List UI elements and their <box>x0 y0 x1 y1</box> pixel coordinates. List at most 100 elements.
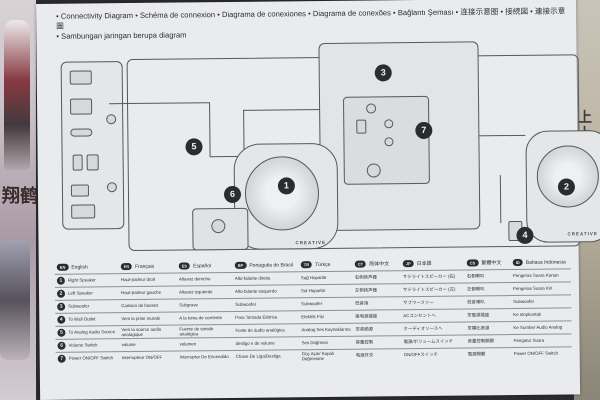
cell-text: 音量控制開關 <box>467 338 494 344</box>
table-cell: 右側喇叭 <box>464 269 511 283</box>
cell-text: Subwoofer <box>68 302 90 309</box>
poster-figure-bottom <box>0 240 30 360</box>
cell-text: volumen <box>179 341 197 347</box>
table-cell: 左侧扬声器 <box>352 283 402 297</box>
manual-sheet: • Connectivity Diagram • Schéma de conne… <box>36 0 600 400</box>
rca-jack-icon <box>366 103 377 114</box>
table-cell: Pengeras Suara Kiri <box>510 281 572 296</box>
language-code-badge: CT <box>354 260 367 268</box>
cell-text: Altavoz derecho <box>178 276 211 282</box>
table-cell: Pengeras Suara Kanan <box>510 268 571 283</box>
cell-text: To Wall Outlet <box>68 315 96 322</box>
table-cell: サテライトスピーカー (右) <box>400 269 465 284</box>
cell-text: Subwoofer <box>301 301 323 307</box>
headphone-jack-icon <box>106 182 117 193</box>
table-cell: Subwoofer <box>233 297 300 311</box>
cell-text: サテライトスピーカー (左) <box>402 286 456 293</box>
language-name: English <box>71 264 88 271</box>
cell-text: Volume Switch <box>68 341 98 348</box>
language-name: 简体中文 <box>369 261 390 268</box>
cell-text: Fuente de sonido analógica <box>179 325 214 337</box>
laptop-icon <box>69 70 92 85</box>
speaker-driver <box>536 145 600 208</box>
cell-text: ACコンセントへ <box>403 312 436 319</box>
table-cell: Ke stopkontak <box>511 307 572 322</box>
table-cell: volume <box>119 337 178 352</box>
audio-source-devices <box>60 61 125 230</box>
table-cell: Fuente de sonido analógica <box>177 323 234 338</box>
language-code-badge: BP <box>234 262 247 270</box>
phone-icon <box>72 154 83 171</box>
callout-6: 6 <box>223 185 242 204</box>
brand-label: CREATIVE <box>295 239 326 246</box>
cell-text: 至音频源 <box>355 326 374 332</box>
table-cell: Güç Açık/ Kapalı Düğmesine <box>299 348 354 363</box>
cell-text: 接电源插座 <box>355 313 378 319</box>
left-speaker: CREATIVE <box>233 142 339 250</box>
desktop-monitor-icon <box>69 98 93 115</box>
cell-text: Subgrave <box>179 302 198 308</box>
table-cell: Fonte de áudio analógica <box>233 323 300 337</box>
power-cord-icon <box>366 163 381 178</box>
language-name: 繁體中文 <box>481 260 502 267</box>
cell-text: 電源開關 <box>467 351 486 357</box>
table-cell: Ke Sumber Audio Analog <box>511 320 572 335</box>
row-number-badge: 2 <box>56 289 66 298</box>
language-code-badge: FR <box>120 263 133 271</box>
cell-text: Fonte de áudio analógica <box>235 327 285 333</box>
cell-text: Para Tomada Elétrica <box>235 314 278 320</box>
language-name: Português do Brasil <box>249 262 293 270</box>
cell-text: 音量控制 <box>355 339 374 345</box>
cell-text: Chave De Liga/Desliga <box>235 353 281 360</box>
table-cell: Subwoofer <box>299 296 354 311</box>
table-cell: 至音频源 <box>353 322 402 336</box>
language-code-badge: ID <box>512 259 523 267</box>
cell-text: 右側喇叭 <box>466 273 485 279</box>
table-cell: 电源开关 <box>353 348 402 362</box>
cell-text: 至電源插座 <box>467 312 490 318</box>
table-cell: ON/OFFスイッチ <box>401 347 466 362</box>
table-cell: Altavoz derecho <box>176 271 233 286</box>
callout-4: 4 <box>516 226 534 244</box>
cell-text: Ses Düğmesi <box>301 339 328 346</box>
brand-label: CREATIVE <box>567 231 598 237</box>
speaker-jack-icon <box>384 137 394 147</box>
tablet-icon <box>70 184 90 197</box>
table-cell: オーディオソースへ <box>401 321 466 336</box>
table-cell: Chave De Liga/Desliga <box>233 349 300 363</box>
table-cell: destigo e de volume <box>233 336 300 350</box>
tv-icon <box>71 204 96 219</box>
callout-5: 5 <box>185 138 203 156</box>
language-name: Español <box>193 263 212 270</box>
callout-1: 1 <box>277 177 296 195</box>
language-name: Türkçe <box>315 262 331 269</box>
table-cell: Haut-parleur droit <box>118 272 177 287</box>
table-cell: Vers la source audio analogique <box>119 324 178 339</box>
table-cell: 低音喇叭 <box>465 295 512 309</box>
table-cell: Alto-falante direito <box>232 271 299 285</box>
volume-knob-icon <box>211 219 226 234</box>
cell-text: Pengeras Suara Kanan <box>512 272 559 279</box>
cell-text: Vers la prise murale <box>121 315 161 322</box>
headphone-jack-icon <box>106 114 117 125</box>
cd-player-icon <box>70 128 93 137</box>
language-code-badge: ES <box>178 262 191 270</box>
cell-text: 左侧扬声器 <box>354 287 378 293</box>
row-number-badge: 1 <box>56 276 65 285</box>
language-code-badge: EN <box>56 263 69 272</box>
cell-text: Analog Ses Kaynaklarına <box>301 326 351 333</box>
table-cell: 低音炮 <box>353 296 402 310</box>
cell-text: Ke Sumber Audio Analog <box>513 324 563 331</box>
language-name: 日本語 <box>416 261 432 268</box>
language-code-badge: JP <box>402 260 414 268</box>
cell-text: 电源开关 <box>355 352 374 358</box>
